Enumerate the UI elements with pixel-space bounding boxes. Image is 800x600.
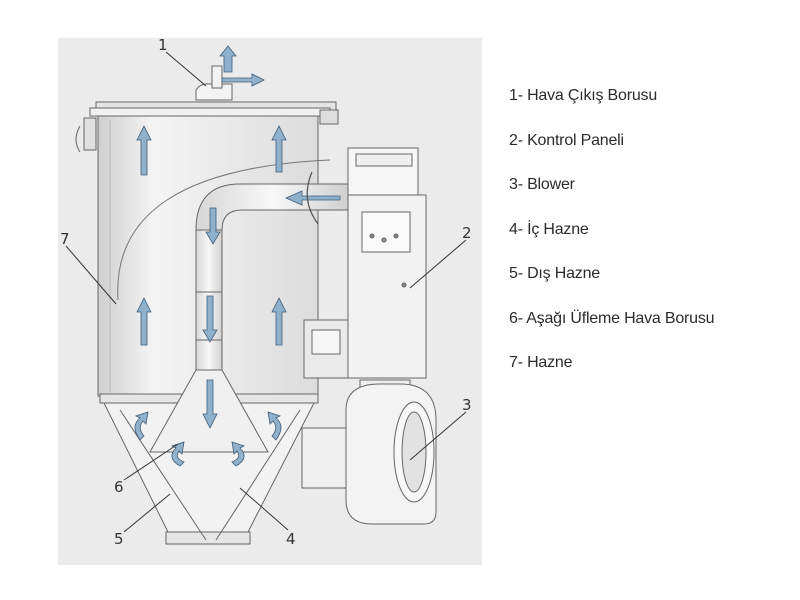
blower bbox=[301, 379, 437, 525]
air-outlet-pipe bbox=[195, 65, 233, 101]
legend-item-4: 4- İç Hazne bbox=[509, 220, 589, 238]
callout-1: 1 bbox=[158, 36, 168, 54]
hopper-lid bbox=[75, 101, 339, 153]
callout-5: 5 bbox=[114, 530, 124, 548]
parts-legend: 1- Hava Çıkış Borusu 2- Kontrol Paneli 3… bbox=[509, 82, 715, 394]
airflow-arrows bbox=[134, 45, 341, 467]
legend-item-6: 6- Aşağı Üfleme Hava Borusu bbox=[509, 309, 715, 327]
pipe-entry-swirl bbox=[306, 171, 319, 225]
legend-item-3: 3- Blower bbox=[509, 176, 575, 193]
legend-item-7: 7- Hazne bbox=[509, 354, 573, 371]
callout-3: 3 bbox=[462, 396, 472, 414]
callout-7: 7 bbox=[60, 230, 70, 248]
legend-item-2: 2- Kontrol Paneli bbox=[509, 131, 624, 149]
inner-hopper bbox=[119, 409, 301, 541]
control-panel bbox=[303, 147, 427, 379]
legend-item-5: 5- Dış Hazne bbox=[509, 265, 600, 282]
callout-6: 6 bbox=[114, 478, 124, 496]
legend-item-1: 1- Hava Çıkış Borusu bbox=[509, 87, 658, 104]
callout-4: 4 bbox=[286, 530, 296, 548]
leader-lines bbox=[65, 51, 467, 533]
callout-2: 2 bbox=[462, 224, 472, 242]
